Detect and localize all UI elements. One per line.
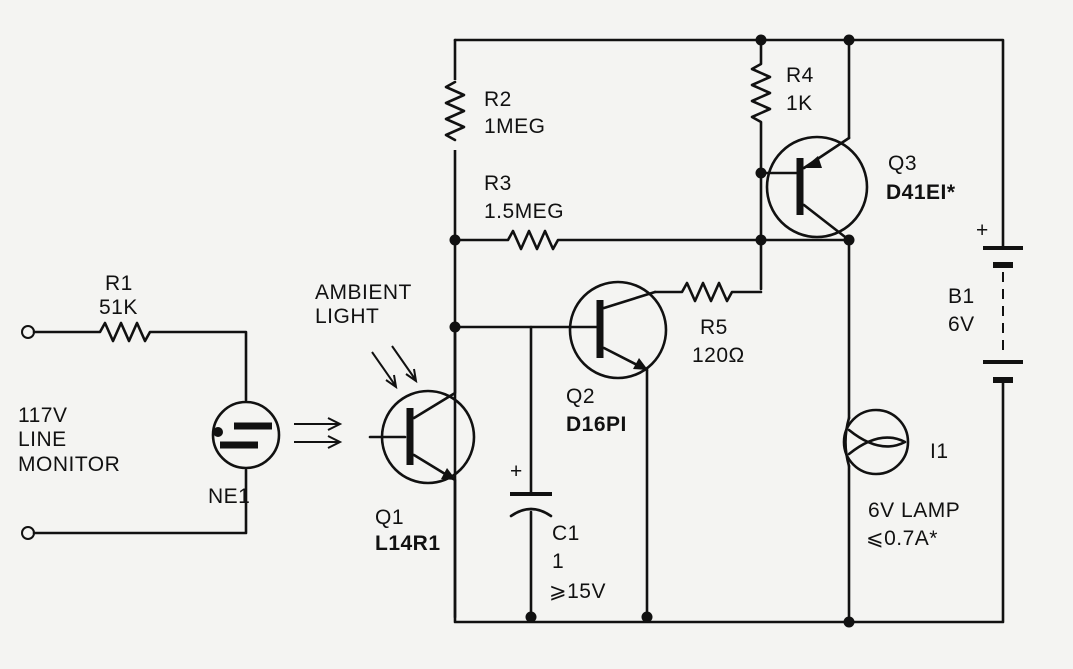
c1-value: 1 [552,550,564,573]
c1-ref: C1 [552,522,580,545]
q3-transistor [765,135,869,242]
b1-battery [983,246,1023,383]
r2-value: 1MEG [484,115,546,138]
q2-part: D16PI [566,413,627,436]
r4-ref: R4 [786,64,814,87]
q1-part: L14R1 [375,532,441,555]
ambient-label-1: AMBIENT [315,281,412,304]
c1-capacitor [509,492,553,518]
q1-phototransistor [368,325,476,619]
ne1-neon-lamp [211,400,281,470]
input-return-wire [32,468,248,535]
q3-part: D41EI* [886,181,956,204]
labels: R1 51K 117V LINE MONITOR NE1 AMBIENT LIG… [18,64,989,603]
ne1-ref: NE1 [208,485,250,508]
input-terminal-top [21,325,35,339]
input-label-3: MONITOR [18,453,120,476]
q2-transistor [568,280,668,380]
optical-coupling-arrows [294,417,343,449]
r5-resistor [653,281,763,303]
r5-value: 120Ω [692,344,745,367]
r3-value: 1.5MEG [484,200,564,223]
c1-polarity: + [510,460,523,483]
r1-ref: R1 [105,272,133,295]
q1-ref: Q1 [375,506,404,529]
junction-dots [449,34,855,628]
r1-value: 51K [99,296,138,319]
r4-resistor [750,38,772,291]
q2-ref: Q2 [566,385,595,408]
i1-label-2: ⩽0.7A* [866,527,938,550]
input-terminal-bottom [21,526,35,540]
c1-rating: ⩾15V [549,580,606,603]
r2-resistor [444,80,466,142]
r3-ref: R3 [484,172,512,195]
i1-ref: I1 [930,440,949,463]
input-label-1: 117V [18,404,68,427]
ambient-label-2: LIGHT [315,305,379,328]
r5-ref: R5 [700,316,728,339]
input-label-2: LINE [18,428,67,451]
r1-resistor [32,321,248,402]
input-section [21,321,248,540]
i1-label-1: 6V LAMP [868,499,960,522]
b1-value: 6V [948,313,975,336]
r3-resistor [453,229,851,251]
i1-lamp [842,408,910,476]
r2-ref: R2 [484,88,512,111]
b1-polarity: + [976,219,989,242]
b1-ref: B1 [948,285,975,308]
r4-value: 1K [786,92,813,115]
ambient-light-arrows [371,345,418,390]
q3-ref: Q3 [888,152,917,175]
